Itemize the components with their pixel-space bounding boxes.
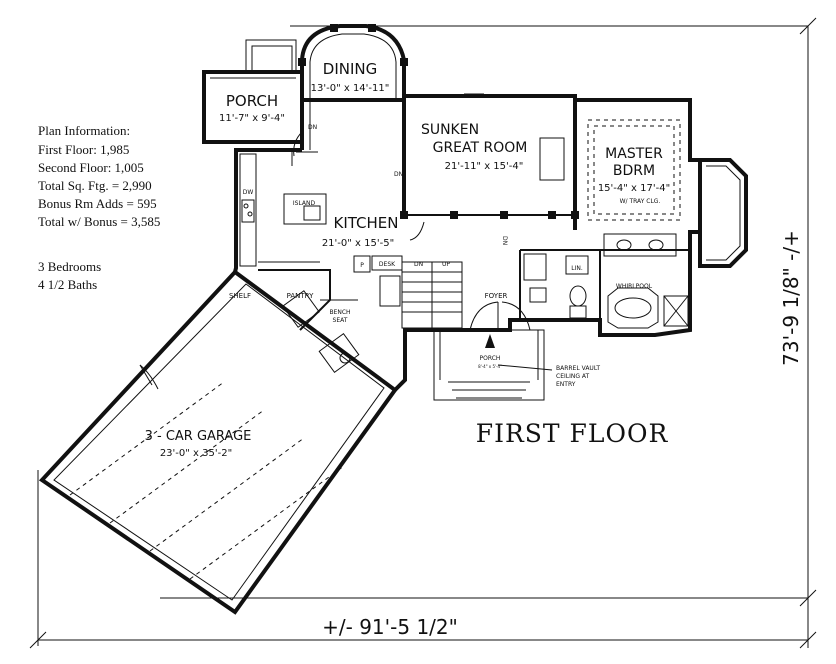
plan-info-baths: 4 1/2 Baths <box>38 277 97 292</box>
master-size: 15'-4" x 17'-4" <box>598 183 670 194</box>
kitchen-size: 21'-0" x 15'-5" <box>322 238 394 249</box>
barrel-note-1: BARREL VAULT <box>556 365 600 372</box>
room-labels: PORCH 11'-7" x 9'-4" DINING 13'-0" x 14'… <box>145 60 671 459</box>
whirlpool-label: WHIRLPOOL <box>616 283 653 290</box>
rear-porch <box>202 39 304 144</box>
garage <box>38 269 398 615</box>
master-name-1: MASTER <box>605 146 663 162</box>
dimension-lines <box>29 17 817 649</box>
barrel-note-2: CEILING AT <box>556 373 590 380</box>
front-porch <box>433 329 553 401</box>
dw-label: DW <box>243 189 254 196</box>
barrel-note-3: ENTRY <box>556 381 576 388</box>
up-note-stair: UP <box>442 261 450 268</box>
dn-note-rail: DN <box>501 236 508 245</box>
great-room-name-2: GREAT ROOM <box>433 140 528 156</box>
foyer-label: FOYER <box>485 292 508 300</box>
pantry-area <box>258 269 360 374</box>
dn-note-great: DN <box>394 171 403 178</box>
kitchen-name: KITCHEN <box>334 214 399 232</box>
shelf-label: SHELF <box>229 292 251 300</box>
floor-title: FIRST FLOOR <box>476 419 669 448</box>
rear-porch-name: PORCH <box>226 92 278 110</box>
master-note: W/ TRAY CLG. <box>620 198 661 205</box>
plan-notes: DN DN DN UP DN BARREL VAULT CEILING AT E… <box>308 124 600 388</box>
plan-info-heading: Plan Information: <box>38 123 130 138</box>
depth-dimension: 73'-9 1/8" -/+ <box>779 230 803 366</box>
master-name-2: BDRM <box>613 163 655 179</box>
front-porch-size: 8'-4" x 5'-4" <box>478 364 502 369</box>
bench-label: BENCH <box>329 309 350 316</box>
plan-info-line-3: Total Sq. Ftg. = 2,990 <box>38 178 152 193</box>
island-label: ISLAND <box>293 200 316 207</box>
stair-and-foyer <box>353 221 531 331</box>
plan-info-line-5: Total w/ Bonus = 3,585 <box>38 214 160 229</box>
great-room-name-1: SUNKEN <box>421 122 479 138</box>
plan-info-line-4: Bonus Rm Adds = 595 <box>38 196 157 211</box>
garage-name: 3 - CAR GARAGE <box>145 429 252 444</box>
width-dimension: +/- 91'-5 1/2" <box>322 615 458 639</box>
dining-room-walls <box>298 24 408 150</box>
dining-name: DINING <box>323 60 377 78</box>
garage-size: 23'-0" x 35'-2" <box>160 448 232 459</box>
plan-info-bedrooms: 3 Bedrooms <box>38 259 101 274</box>
dn-note-stair: DN <box>414 261 423 268</box>
kitchen-fixtures <box>239 131 327 267</box>
bathrooms <box>519 233 690 335</box>
pw-label: P <box>360 262 364 269</box>
linen-label: LIN. <box>571 265 583 272</box>
desk-label: DESK <box>379 261 396 268</box>
plan-information: Plan Information: First Floor: 1,985 Sec… <box>38 123 160 292</box>
rear-porch-size: 11'-7" x 9'-4" <box>219 113 285 124</box>
pantry-label: PANTRY <box>287 292 314 300</box>
great-room-size: 21'-11" x 15'-4" <box>445 161 524 172</box>
front-porch-name: PORCH <box>480 355 501 362</box>
plan-info-line-2: Second Floor: 1,005 <box>38 160 144 175</box>
plan-info-line-1: First Floor: 1,985 <box>38 142 129 157</box>
dining-size: 13'-0" x 14'-11" <box>311 83 390 94</box>
seat-label: SEAT <box>333 317 348 324</box>
dn-note-porch: DN <box>308 124 317 131</box>
